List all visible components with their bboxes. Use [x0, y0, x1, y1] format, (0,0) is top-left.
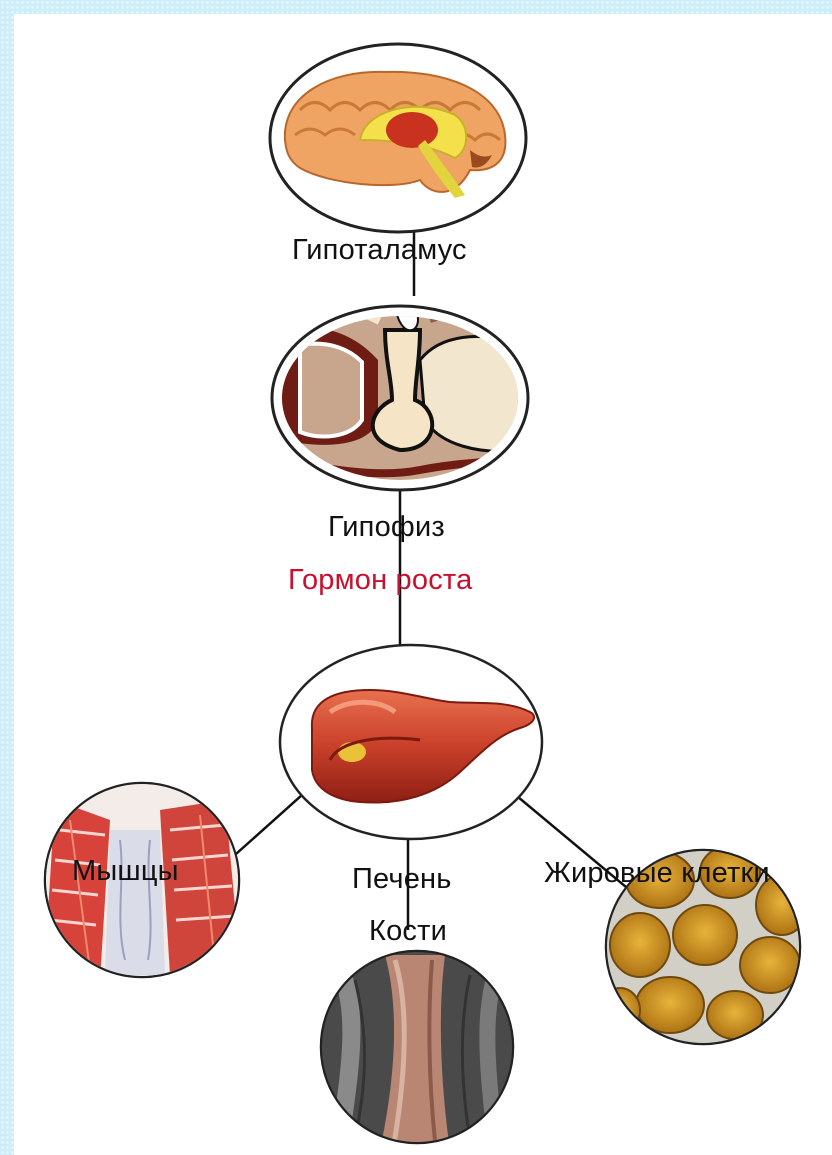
liver-icon — [280, 645, 542, 839]
muscles-label: Мышцы — [72, 857, 179, 886]
growth-hormone-label: Гормон роста — [288, 566, 472, 595]
pituitary-label: Гипофиз — [328, 513, 445, 542]
hypothalamus-label: Гипоталамус — [292, 236, 467, 265]
brain-icon — [270, 44, 526, 232]
bone-icon — [320, 950, 520, 1150]
pituitary-icon — [270, 300, 530, 500]
bones-label: Кости — [369, 917, 447, 946]
liver-label: Печень — [352, 865, 452, 894]
fat-cells-label: Жировые клетки — [544, 859, 770, 888]
